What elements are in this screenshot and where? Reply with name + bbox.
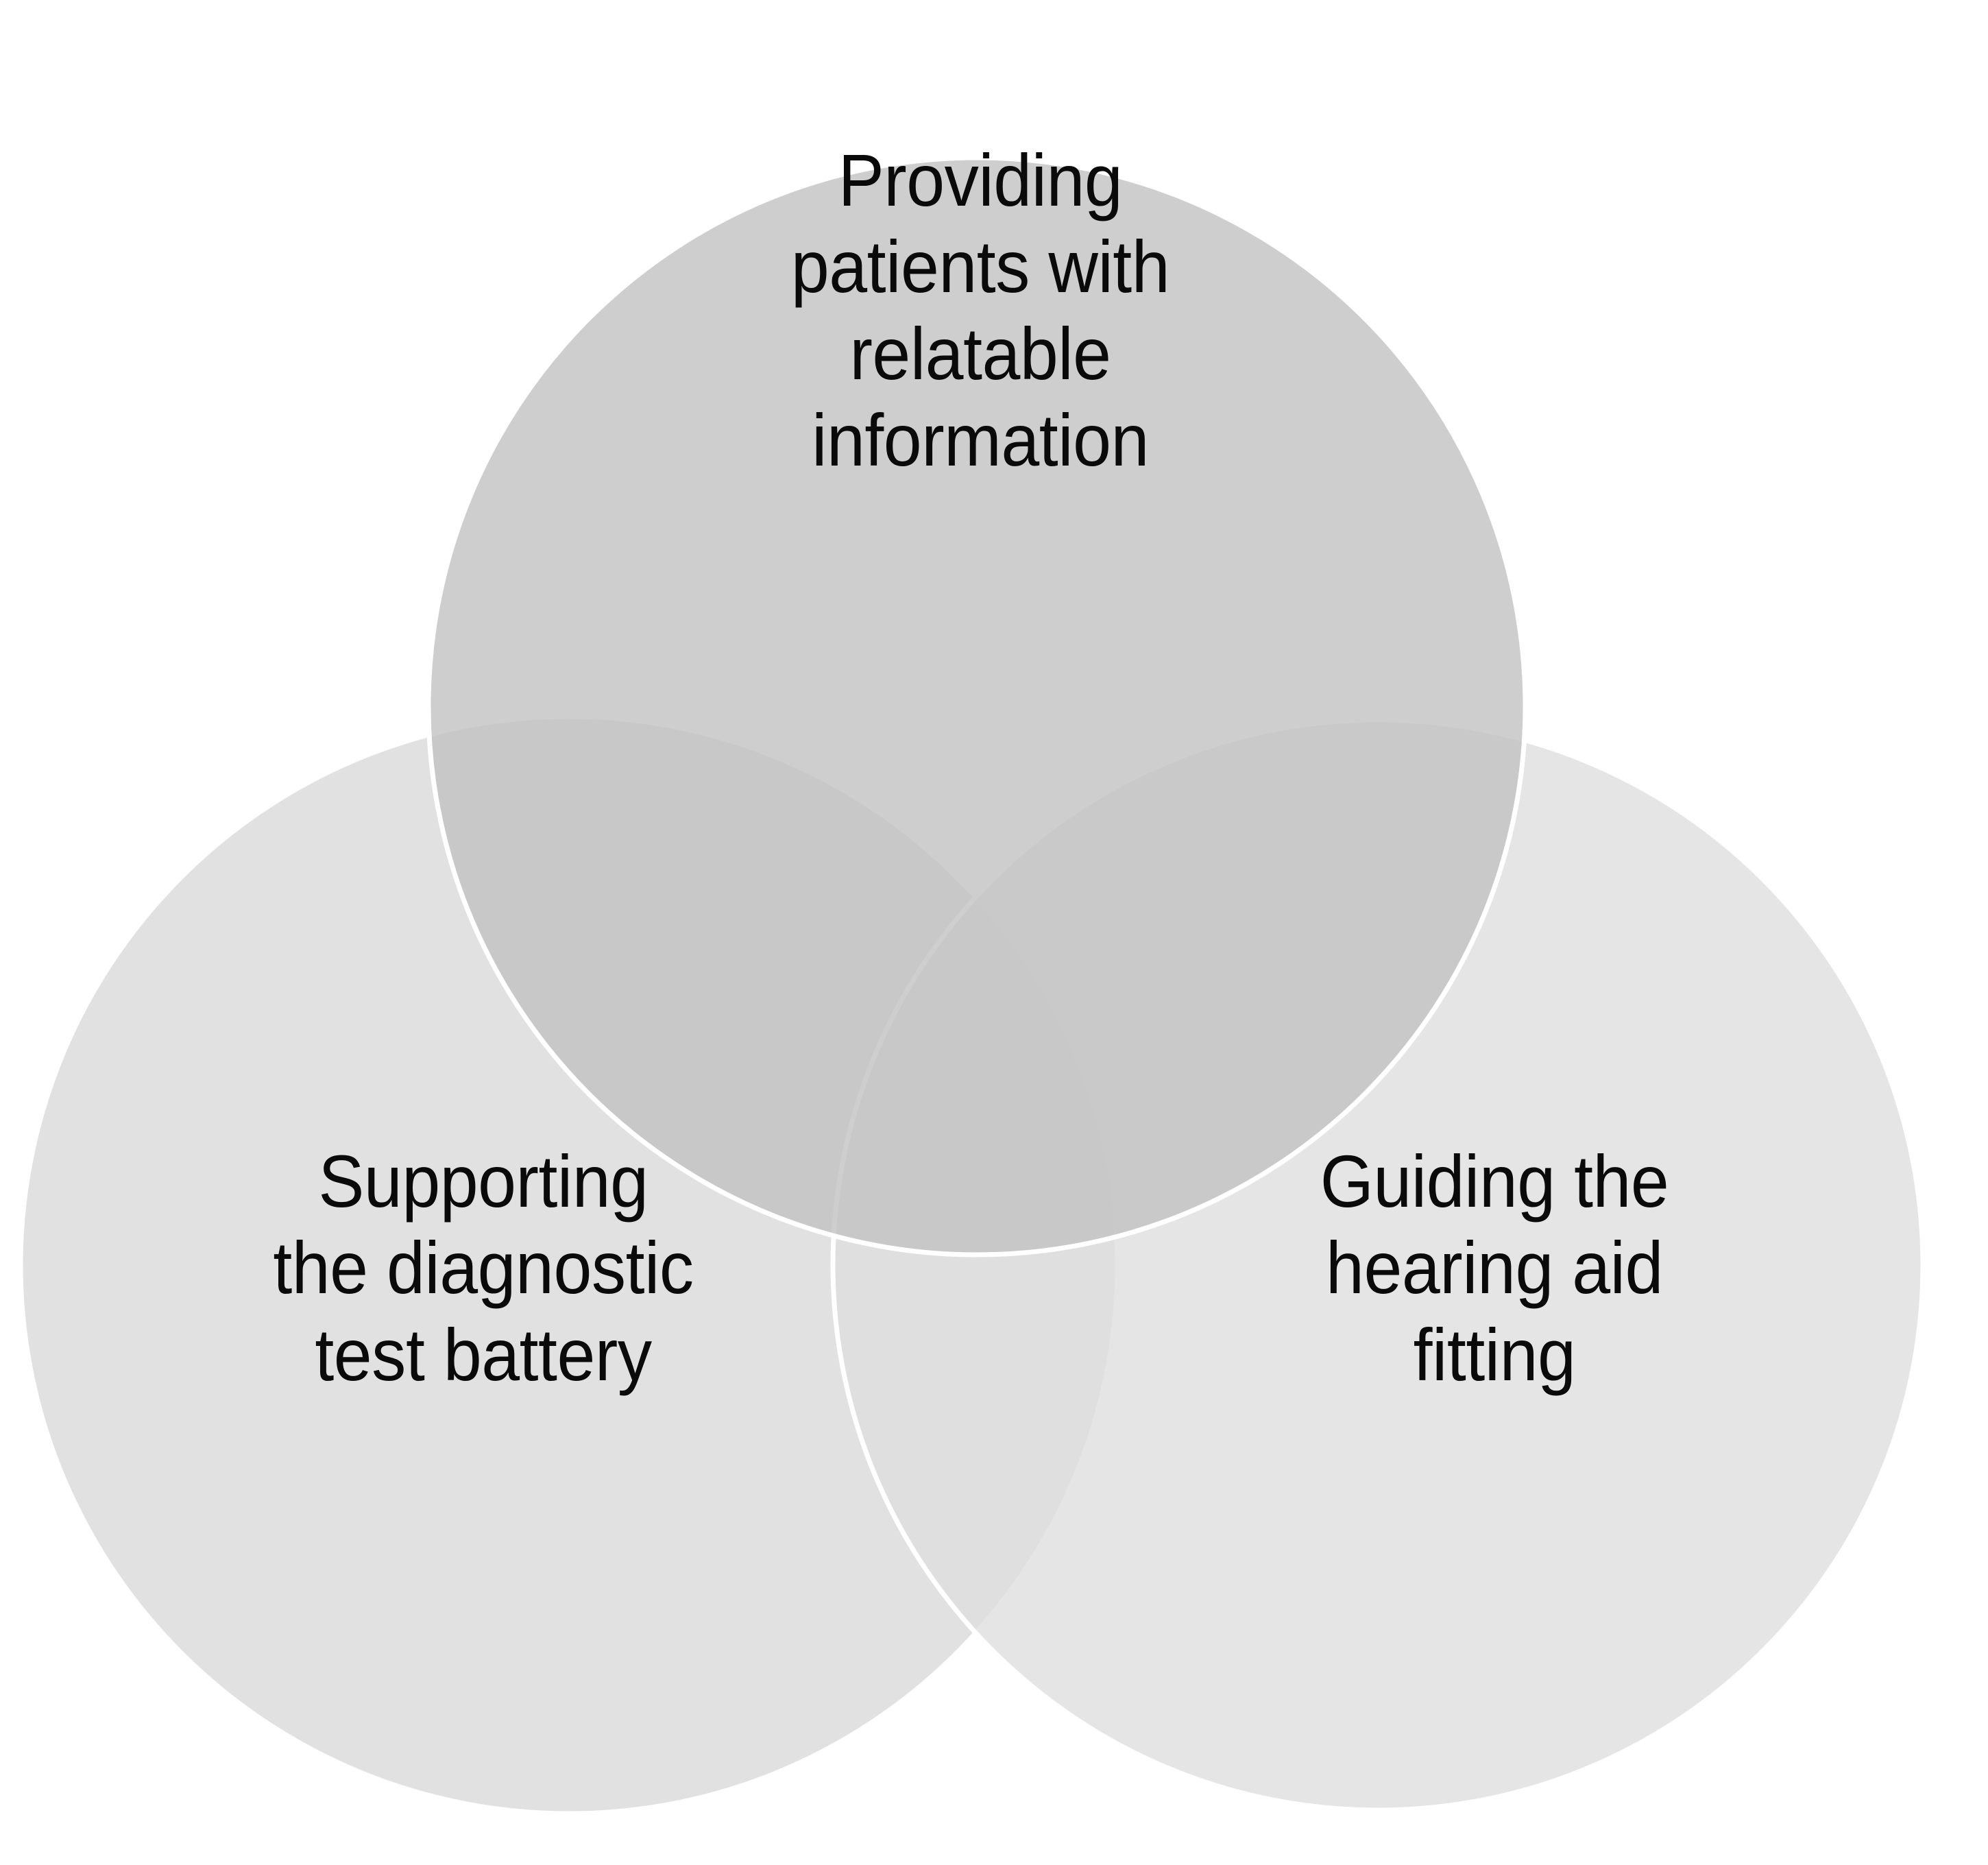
venn-label-bottom-right: Guiding the hearing aid fitting <box>1320 1140 1669 1396</box>
venn-label-bottom-left: Supporting the diagnostic test battery <box>273 1140 694 1396</box>
venn-circle-group <box>18 155 1926 1816</box>
venn-circle-top[interactable] <box>426 155 1528 1258</box>
venn-label-top: Providing patients with relatable inform… <box>790 139 1170 482</box>
